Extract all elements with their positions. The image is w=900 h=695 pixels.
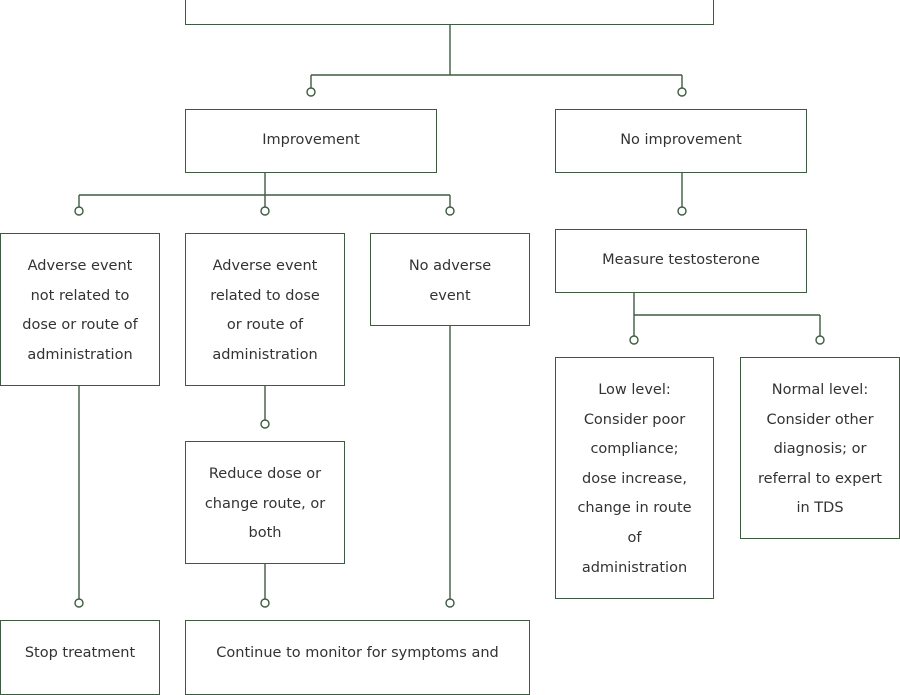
text-line: dose increase,	[582, 470, 687, 487]
connector-dot	[260, 598, 270, 608]
text-line: administration	[27, 346, 133, 363]
reduce-dose-node: Reduce dose or change route, or both	[185, 441, 345, 564]
text-line: administration	[581, 559, 688, 576]
reduce-dose-text: Reduce dose or change route, or both	[205, 460, 325, 549]
text-line: No adverse	[408, 258, 492, 274]
adverse-related-node: Adverse event related to dose or route o…	[185, 233, 345, 386]
normal-level-node: Normal level: Consider other diagnosis; …	[740, 357, 900, 539]
connector-dot	[445, 206, 455, 216]
connector-dot	[260, 419, 270, 429]
measure-testosterone-label: Measure testosterone	[602, 252, 760, 269]
connector-dot	[306, 87, 316, 97]
continue-monitor-label: Continue to monitor for symptoms and	[216, 645, 499, 661]
improvement-label: Improvement	[262, 132, 360, 149]
text-line: both	[248, 525, 282, 542]
text-line: referral to expert	[758, 470, 882, 487]
connector-dot	[677, 87, 687, 97]
connector-dot	[677, 206, 687, 216]
adverse-not-related-text: Adverse event not related to dose or rou…	[22, 252, 138, 370]
text-line: not related to	[30, 287, 130, 304]
measure-testosterone-node: Measure testosterone	[555, 229, 807, 293]
stop-treatment-node: Stop treatment	[0, 620, 160, 695]
no-adverse-node: No adverse event	[370, 233, 530, 326]
connector-dot	[74, 206, 84, 216]
text-line: compliance;	[590, 441, 679, 458]
text-line: Reduce dose or	[208, 466, 322, 482]
connector-dot	[629, 335, 639, 345]
low-level-text: Low level: Consider poor compliance; dos…	[577, 376, 691, 583]
connector-dot	[260, 206, 270, 216]
text-line: Normal level:	[771, 382, 869, 398]
text-line: in TDS	[796, 500, 844, 517]
text-line: related to dose	[210, 287, 320, 304]
no-improvement-node: No improvement	[555, 109, 807, 173]
text-line: dose or route of	[22, 317, 138, 334]
text-line: Consider other	[766, 411, 874, 428]
no-adverse-text: No adverse event	[409, 252, 491, 311]
text-line: event	[429, 287, 471, 304]
adverse-not-related-node: Adverse event not related to dose or rou…	[0, 233, 160, 386]
text-line: Adverse event	[27, 258, 133, 274]
stop-treatment-label: Stop treatment	[24, 645, 136, 661]
text-line: of	[627, 529, 642, 546]
text-line: change in route	[577, 500, 692, 517]
text-line: Consider poor	[583, 411, 686, 428]
top-node	[185, 0, 714, 25]
adverse-related-text: Adverse event related to dose or route o…	[210, 252, 320, 370]
connector-dot	[445, 598, 455, 608]
text-line: Low level:	[598, 382, 671, 398]
no-improvement-label: No improvement	[620, 132, 742, 149]
text-line: diagnosis; or	[773, 441, 867, 458]
text-line: Adverse event	[212, 258, 318, 274]
continue-monitor-node: Continue to monitor for symptoms and	[185, 620, 530, 695]
text-line: change route, or	[204, 495, 326, 512]
low-level-node: Low level: Consider poor compliance; dos…	[555, 357, 714, 599]
normal-level-text: Normal level: Consider other diagnosis; …	[758, 376, 882, 524]
connector-dot	[74, 598, 84, 608]
connector-dot	[815, 335, 825, 345]
text-line: administration	[212, 346, 318, 363]
text-line: or route of	[226, 317, 304, 334]
improvement-node: Improvement	[185, 109, 437, 173]
flowchart-connectors	[74, 24, 825, 608]
